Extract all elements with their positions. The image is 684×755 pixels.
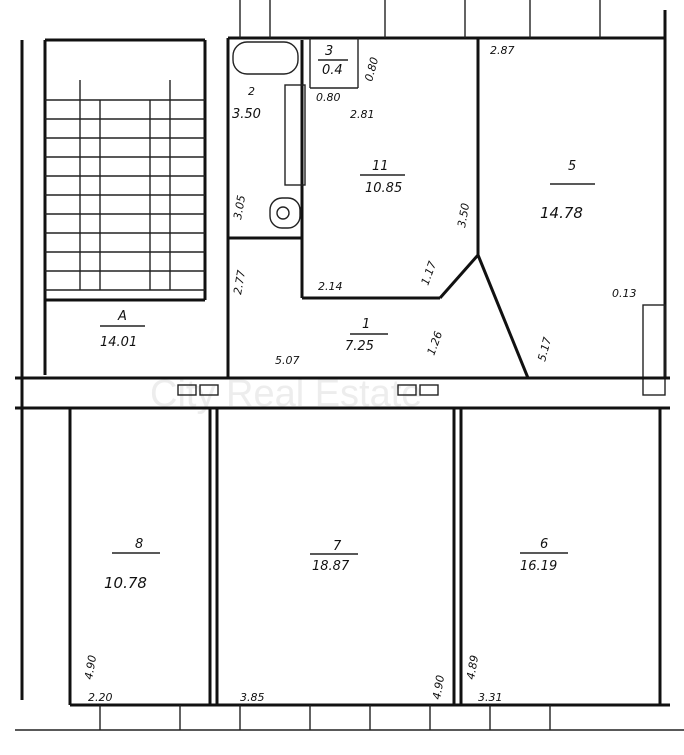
svg-text:3.50: 3.50 — [232, 107, 261, 122]
svg-text:4.90: 4.90 — [430, 674, 447, 700]
room-5: 514.78 — [540, 159, 595, 222]
svg-text:0.4: 0.4 — [322, 63, 343, 78]
room-11: 11 10.85 — [360, 159, 405, 196]
svg-text:2.87: 2.87 — [490, 44, 515, 57]
room-3: 30.4 — [318, 44, 348, 78]
svg-text:7: 7 — [333, 539, 342, 554]
svg-text:1: 1 — [362, 317, 370, 332]
svg-text:18.87: 18.87 — [312, 559, 350, 574]
svg-text:10.85: 10.85 — [365, 181, 402, 196]
svg-text:A: A — [117, 309, 127, 324]
svg-text:3.05: 3.05 — [231, 194, 248, 220]
svg-text:3.50: 3.50 — [455, 202, 472, 228]
dimensions: 2.87 0.80 0.80 2.81 3.05 2.77 2.14 1.17 … — [82, 44, 636, 704]
svg-text:3: 3 — [325, 44, 333, 59]
svg-text:0.80: 0.80 — [316, 91, 341, 104]
svg-text:2.14: 2.14 — [318, 280, 343, 293]
svg-text:0.80: 0.80 — [362, 56, 381, 83]
room-8: 810.78 — [104, 537, 160, 592]
room-7: 718.87 — [310, 539, 358, 574]
svg-text:11: 11 — [372, 159, 389, 174]
svg-text:10.78: 10.78 — [104, 574, 147, 592]
svg-text:4.90: 4.90 — [82, 654, 99, 680]
svg-text:4.89: 4.89 — [464, 654, 481, 680]
svg-text:14.78: 14.78 — [540, 204, 583, 222]
svg-text:7.25: 7.25 — [345, 339, 374, 354]
svg-text:6: 6 — [540, 537, 548, 552]
walls — [15, 0, 684, 731]
room-A: A 14.01 — [100, 309, 145, 350]
room-1: 17.25 — [345, 317, 388, 354]
svg-text:5.07: 5.07 — [275, 354, 300, 367]
stairs — [45, 80, 205, 291]
svg-text:5.17: 5.17 — [535, 336, 554, 363]
svg-text:16.19: 16.19 — [520, 559, 557, 574]
svg-text:2.20: 2.20 — [88, 691, 113, 704]
svg-text:3.85: 3.85 — [240, 691, 265, 704]
svg-text:0.13: 0.13 — [612, 287, 637, 300]
svg-text:2.81: 2.81 — [350, 108, 375, 121]
svg-text:8: 8 — [135, 537, 143, 552]
svg-text:1.17: 1.17 — [419, 260, 440, 287]
svg-text:1.26: 1.26 — [425, 330, 446, 357]
svg-text:14.01: 14.01 — [100, 335, 137, 350]
svg-text:2: 2 — [248, 85, 255, 98]
svg-text:2.77: 2.77 — [231, 269, 248, 295]
room-6: 616.19 — [520, 537, 568, 574]
svg-text:5: 5 — [568, 159, 576, 174]
svg-text:3.31: 3.31 — [478, 691, 503, 704]
room-2: 23.50 — [232, 85, 261, 122]
